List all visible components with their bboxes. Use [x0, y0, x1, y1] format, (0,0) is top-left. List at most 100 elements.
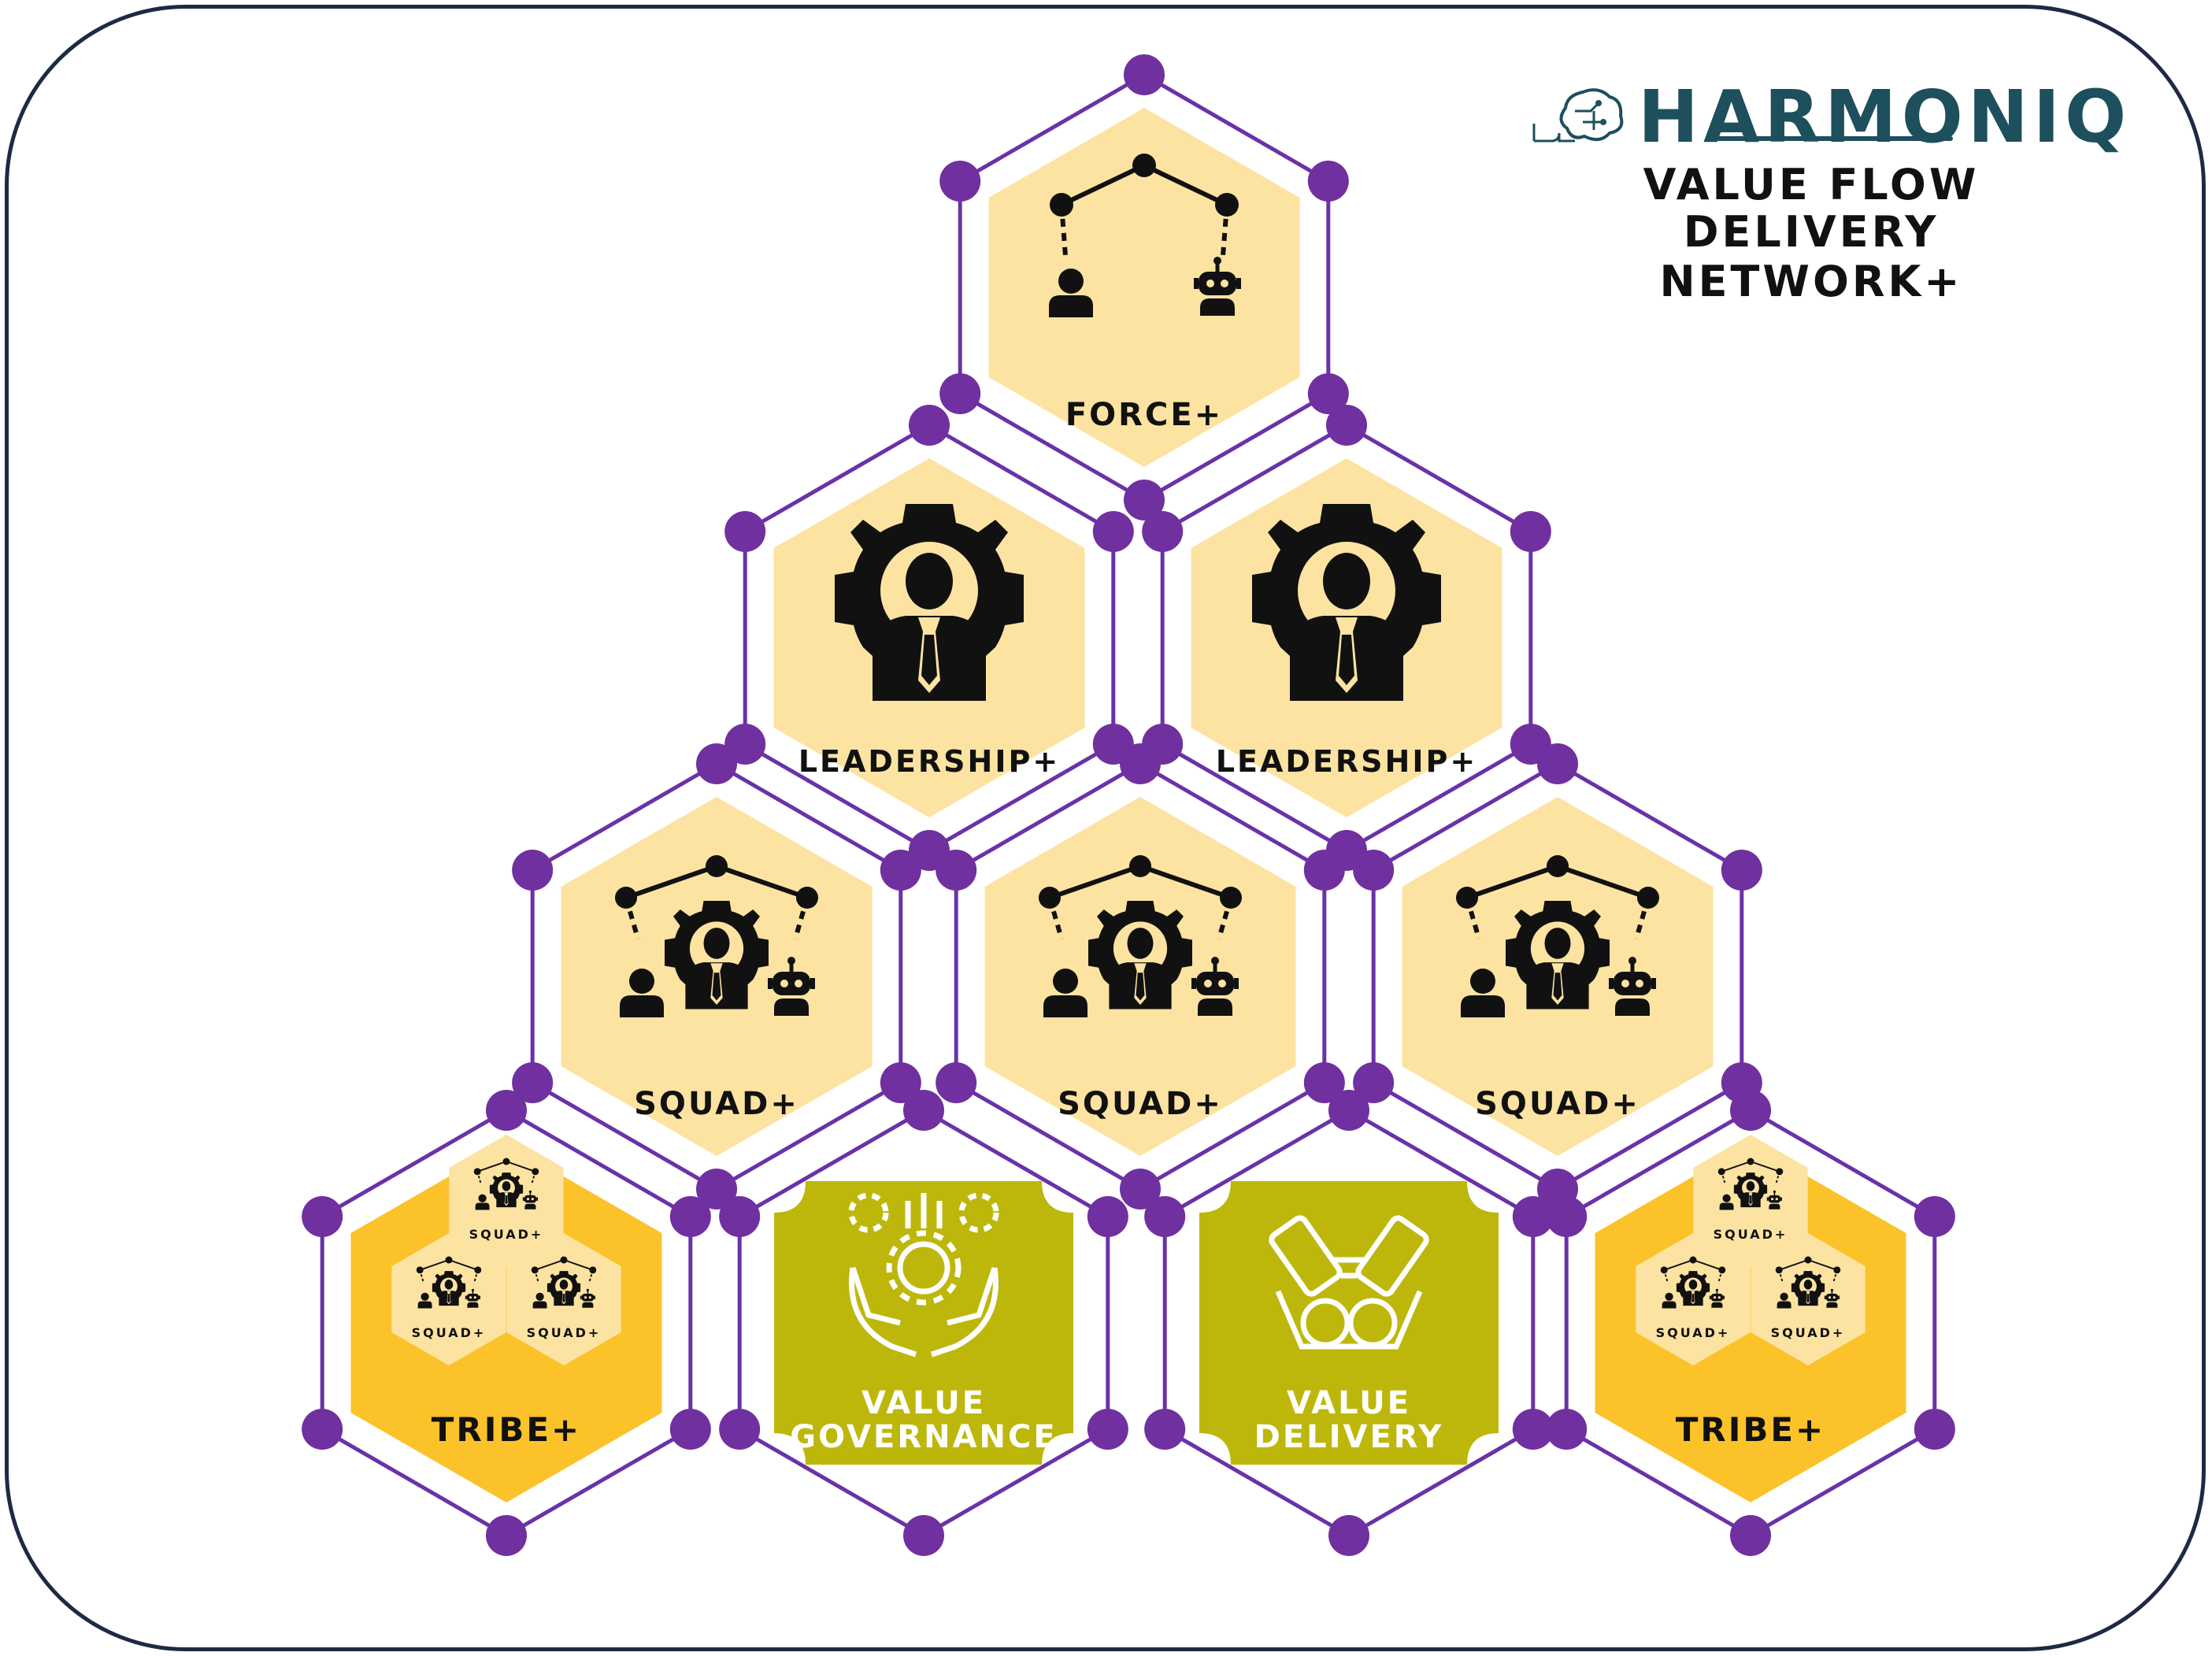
- mini-squad-label: SQUAD+: [1771, 1325, 1846, 1340]
- cell-leadership_left: [773, 458, 1085, 817]
- brain-circuit-logo-icon: [1532, 88, 1624, 143]
- network-node-55: [1914, 1196, 1955, 1237]
- mini-squad-tribe_left-2: [506, 1233, 621, 1365]
- tribe-label: TRIBE+: [432, 1410, 582, 1449]
- mini-squad-tribe_left-0: [449, 1135, 564, 1267]
- network-node-39: [486, 1515, 527, 1556]
- leadership-label: LEADERSHIP+: [1216, 744, 1477, 779]
- cell-value_governance: [774, 1181, 1073, 1465]
- squad-label: SQUAD+: [634, 1086, 799, 1122]
- network-node-41: [302, 1196, 343, 1237]
- value-governance-label-line2: GOVERNANCE: [790, 1419, 1057, 1455]
- cell-squad_middle: [984, 797, 1296, 1156]
- network-node-53: [1144, 1196, 1186, 1237]
- network-node-1: [1307, 161, 1349, 202]
- network-node-26: [1303, 1062, 1345, 1103]
- network-node-50: [1512, 1409, 1554, 1450]
- gears-hands-icon: [848, 1192, 999, 1358]
- squad-label: SQUAD+: [1058, 1086, 1223, 1122]
- brand-title-line2: DELIVERY NETWORK+: [1659, 207, 1963, 306]
- network-node-45: [903, 1515, 944, 1556]
- network-node-51: [1328, 1515, 1369, 1556]
- cell-value_delivery: [1199, 1181, 1499, 1465]
- hex-fill-tribe_right: [1595, 1143, 1906, 1502]
- value-delivery-label-line1: VALUE: [1287, 1385, 1411, 1421]
- network-node-4: [939, 373, 981, 414]
- network-node-11: [724, 511, 766, 552]
- network-node-20: [880, 1062, 921, 1103]
- network-node-57: [1730, 1515, 1771, 1556]
- force-label: FORCE+: [1065, 397, 1223, 433]
- mini-squad-tribe_right-0: [1693, 1135, 1808, 1267]
- mini-squad-label: SQUAD+: [527, 1325, 602, 1340]
- network-node-0: [1124, 54, 1165, 95]
- brand-underline: [1717, 136, 1953, 141]
- network-node-17: [1142, 511, 1184, 552]
- cell-tribe_right: [1595, 1135, 1906, 1502]
- brand-block: HARMONIQ VALUE FLOW DELIVERY NETWORK+: [1528, 75, 2126, 306]
- cell-squad_left: [561, 797, 873, 1156]
- squad-label: SQUAD+: [1475, 1086, 1640, 1122]
- network-node-21: [696, 1169, 737, 1210]
- network-node-40: [302, 1409, 343, 1450]
- diagram-frame: [5, 5, 2206, 1651]
- network-node-5: [939, 161, 981, 202]
- brand-title-line1: VALUE FLOW: [1643, 160, 1980, 209]
- brand-name: HARMONIQ: [1638, 75, 2132, 159]
- network-node-30: [1537, 743, 1578, 784]
- tribe-label: TRIBE+: [1676, 1410, 1826, 1449]
- network-node-48: [1328, 1090, 1369, 1131]
- network-node-19: [880, 850, 921, 891]
- network-people-robot-icon: [1049, 154, 1241, 317]
- tile-fill-value_governance: [774, 1181, 1073, 1465]
- network-node-46: [719, 1409, 761, 1450]
- network-node-6: [909, 405, 950, 446]
- network-node-43: [1087, 1196, 1128, 1237]
- network-node-35: [1353, 850, 1395, 891]
- network-node-38: [669, 1409, 711, 1450]
- network-node-25: [1303, 850, 1345, 891]
- network-node-37: [669, 1196, 711, 1237]
- network-node-10: [724, 724, 766, 765]
- network-node-56: [1914, 1409, 1955, 1450]
- leadership-label: LEADERSHIP+: [798, 744, 1060, 779]
- hex-fill-tribe_left: [350, 1143, 662, 1502]
- network-node-28: [936, 1062, 977, 1103]
- network-node-31: [1721, 850, 1762, 891]
- mini-squad-tribe_left-1: [391, 1233, 506, 1365]
- mini-squad-label: SQUAD+: [469, 1227, 544, 1242]
- network-node-2: [1307, 373, 1349, 414]
- network-node-22: [512, 1062, 554, 1103]
- network-node-59: [1546, 1196, 1588, 1237]
- value-delivery-label-line2: DELIVERY: [1254, 1419, 1444, 1455]
- network-node-23: [512, 850, 554, 891]
- mini-squad-label: SQUAD+: [1714, 1227, 1788, 1242]
- network-node-7: [1092, 511, 1134, 552]
- network-node-3: [1124, 480, 1165, 521]
- engine-icon: [1269, 1215, 1429, 1350]
- network-node-36: [486, 1090, 527, 1131]
- network-node-42: [903, 1090, 944, 1131]
- network-node-49: [1512, 1196, 1554, 1237]
- cell-leadership_right: [1191, 458, 1502, 817]
- network-node-18: [696, 743, 737, 784]
- cell-force: [988, 108, 1300, 467]
- mini-squad-label: SQUAD+: [1656, 1325, 1731, 1340]
- cell-squad_right: [1402, 797, 1714, 1156]
- mini-squad-tribe_right-1: [1636, 1233, 1751, 1365]
- network-node-34: [1353, 1062, 1395, 1103]
- network-node-58: [1546, 1409, 1588, 1450]
- network-node-12: [1326, 405, 1367, 446]
- mini-squad-label: SQUAD+: [412, 1325, 487, 1340]
- network-node-54: [1730, 1090, 1771, 1131]
- value-governance-label-line1: VALUE: [861, 1385, 986, 1421]
- network-node-13: [1510, 511, 1551, 552]
- network-node-29: [936, 850, 977, 891]
- mini-squad-tribe_right-2: [1751, 1233, 1866, 1365]
- network-node-24: [1120, 743, 1161, 784]
- network-node-52: [1144, 1409, 1186, 1450]
- network-node-27: [1120, 1169, 1161, 1210]
- cell-tribe_left: [350, 1135, 662, 1502]
- network-node-47: [719, 1196, 761, 1237]
